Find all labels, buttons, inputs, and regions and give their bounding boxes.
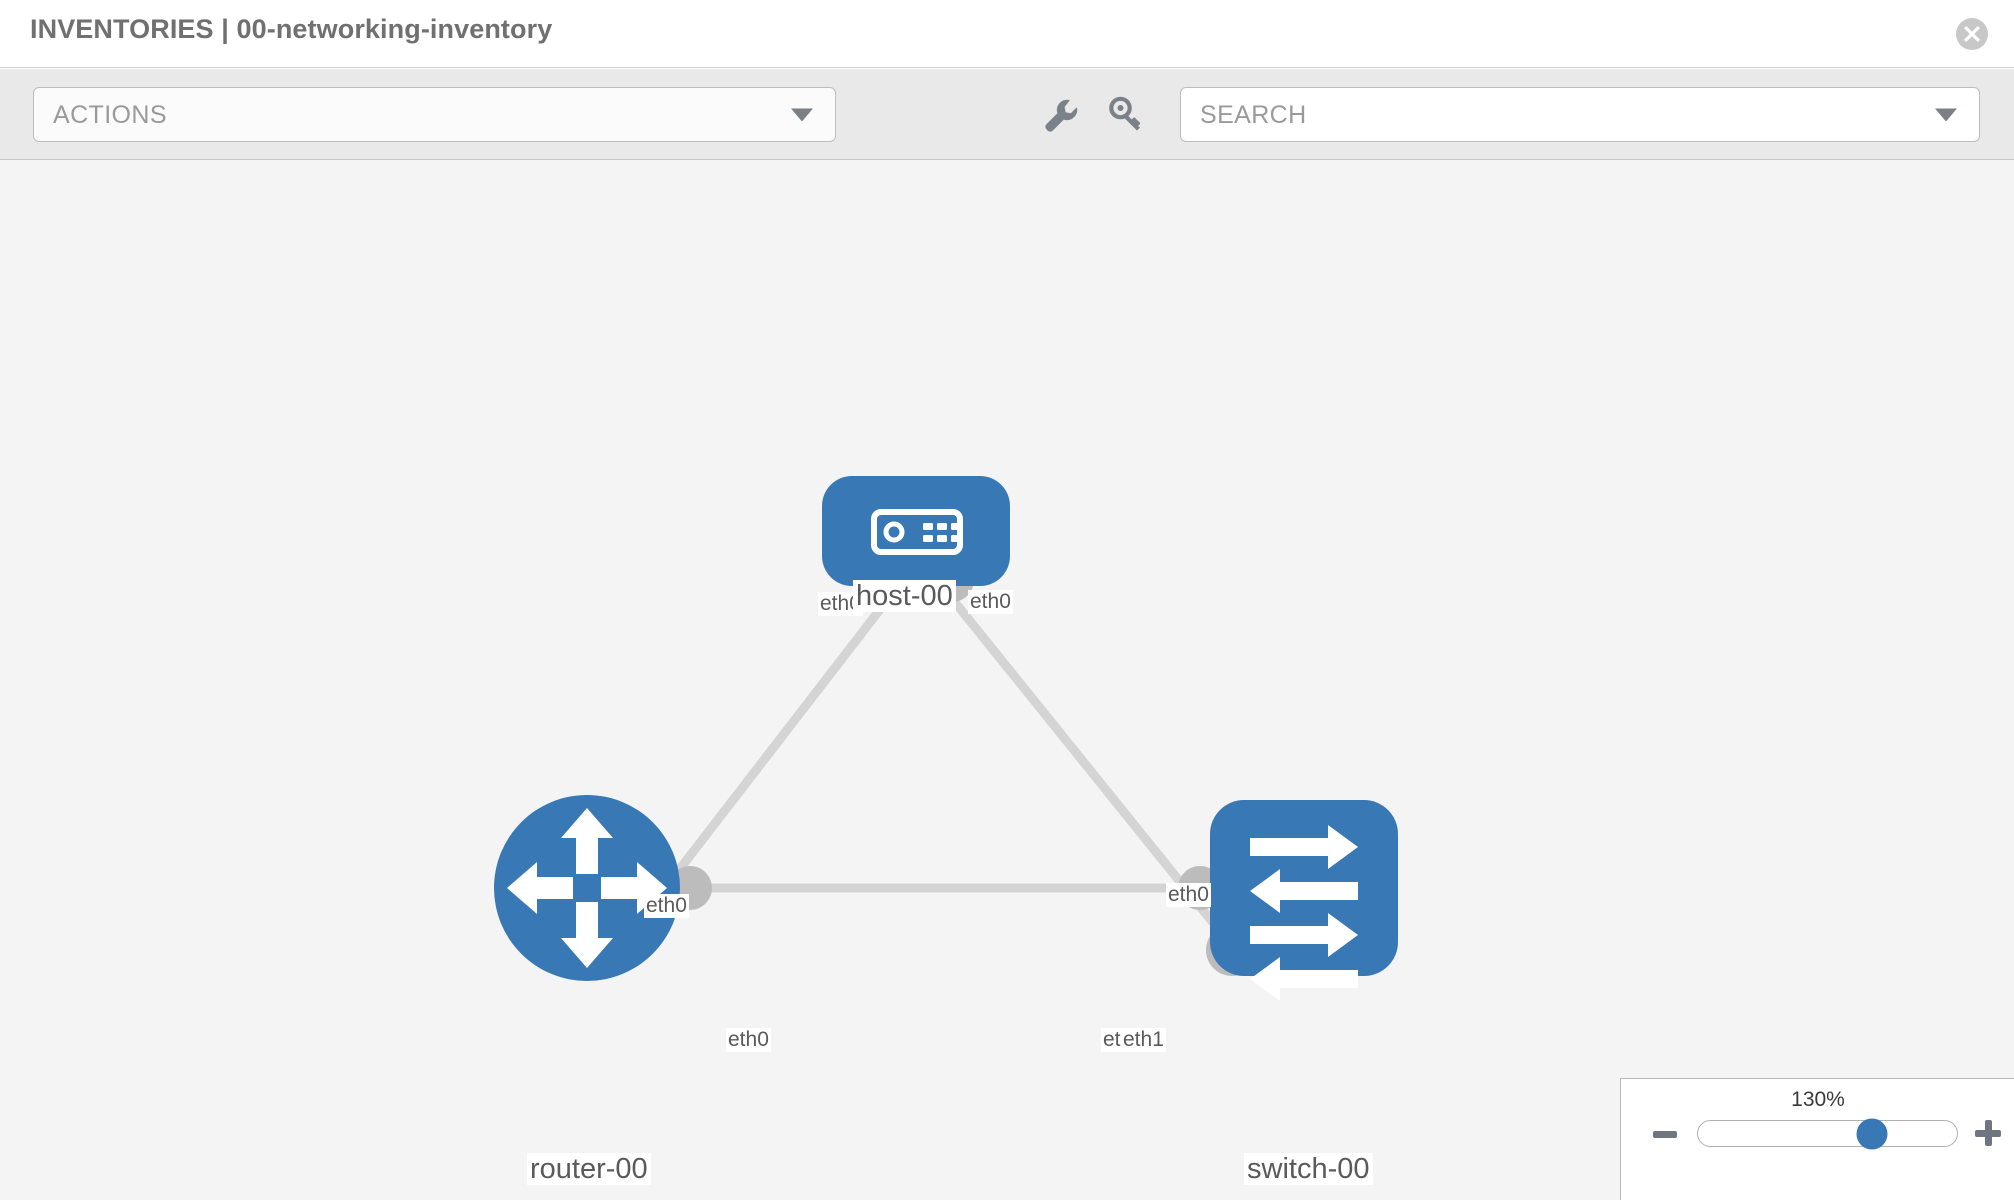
zoom-percent-label: 130% [1791, 1088, 1845, 1111]
zoom-slider[interactable] [1697, 1118, 1958, 1149]
node-switch-00[interactable] [1210, 800, 1398, 1001]
wrench-icon[interactable] [1038, 93, 1082, 137]
search-input[interactable]: SEARCH [1180, 87, 1980, 142]
slider-thumb[interactable] [1856, 1118, 1888, 1149]
actions-dropdown[interactable]: ACTIONS [33, 87, 836, 142]
minus-icon[interactable] [1653, 1131, 1677, 1138]
page-header: INVENTORIES | 00-networking-inventory [0, 0, 2014, 68]
zoom-control-panel: 130% [1620, 1078, 2014, 1200]
close-icon[interactable] [1956, 18, 1988, 50]
node-host-00[interactable] [822, 476, 1010, 586]
search-placeholder: SEARCH [1200, 101, 1307, 129]
topology-graph [494, 476, 1398, 1001]
topology-canvas[interactable]: eth0 host-00 eth0 eth0 eth0 eth0 eth0 et… [0, 160, 2014, 1200]
node-router-00[interactable] [494, 795, 680, 981]
toolbar: ACTIONS SEARCH [0, 69, 2014, 160]
key-icon[interactable] [1104, 93, 1148, 137]
page-title: INVENTORIES | 00-networking-inventory [30, 14, 553, 44]
chevron-down-icon [791, 108, 813, 121]
chevron-down-icon [1935, 108, 1957, 121]
actions-dropdown-label: ACTIONS [53, 101, 167, 129]
plus-icon[interactable] [1975, 1120, 2001, 1146]
